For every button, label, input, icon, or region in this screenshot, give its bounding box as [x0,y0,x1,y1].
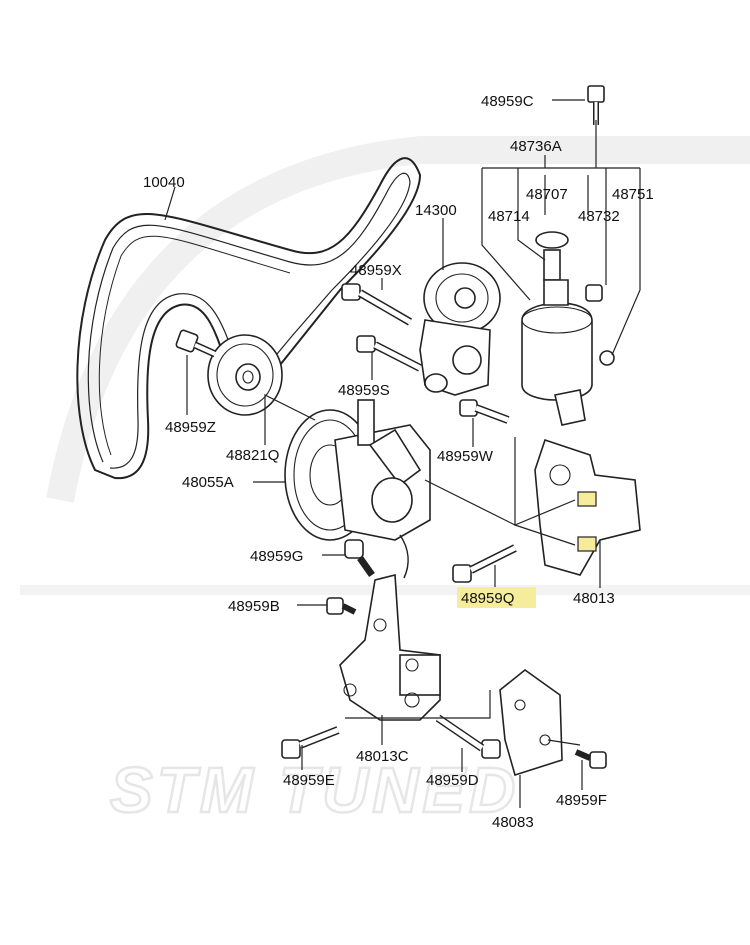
label-48959c: 48959C [481,93,534,110]
bolt-48959f [574,749,607,769]
bolt-48959w [459,399,510,424]
label-14300: 14300 [415,202,457,219]
label-48083: 48083 [492,814,534,831]
label-48751: 48751 [612,186,654,203]
idler-pulley-48821q [207,334,283,416]
bracket-48013c [339,573,441,721]
label-10040: 10040 [143,174,185,191]
highlight-48959q [457,587,536,608]
watermark: STM TUNED [20,136,750,827]
label-48959q: 48959Q [461,590,514,607]
label-48013c: 48013C [356,748,409,765]
bolt-48959d [435,714,501,759]
watermark-text: STM TUNED [110,754,519,826]
bolt-48959s [356,335,422,372]
label-48959x: 48959X [350,262,402,279]
label-48732: 48732 [578,208,620,225]
tensioner-14300 [419,262,501,396]
label-48714: 48714 [488,208,530,225]
label-48959w: 48959W [437,448,494,465]
label-48055a: 48055A [182,474,234,491]
bolt-48959x [341,283,413,326]
label-48013: 48013 [573,590,615,607]
label-48959d: 48959D [426,772,479,789]
leader-lines [164,99,641,808]
label-48736a: 48736A [510,138,562,155]
bolt-48959e [281,726,340,759]
bracket-48083 [499,668,563,777]
label-48959b: 48959B [228,598,280,615]
pump-48055a [284,399,431,579]
belt-10040 [76,157,422,480]
label-48821q: 48821Q [226,447,279,464]
label-48959f: 48959F [556,792,607,809]
label-48959g: 48959G [250,548,303,565]
label-48959e: 48959E [283,772,335,789]
bolt-48959g [344,539,375,578]
callout-labels: 48959C 48736A 10040 48707 48751 14300 48… [143,93,654,831]
label-48959z: 48959Z [165,419,216,436]
label-48707: 48707 [526,186,568,203]
bolt-48959b [326,597,357,615]
label-48959s: 48959S [338,382,390,399]
bolt-48959z [175,329,217,358]
bracket-48013 [534,438,641,576]
bolt-48959q [452,544,517,583]
